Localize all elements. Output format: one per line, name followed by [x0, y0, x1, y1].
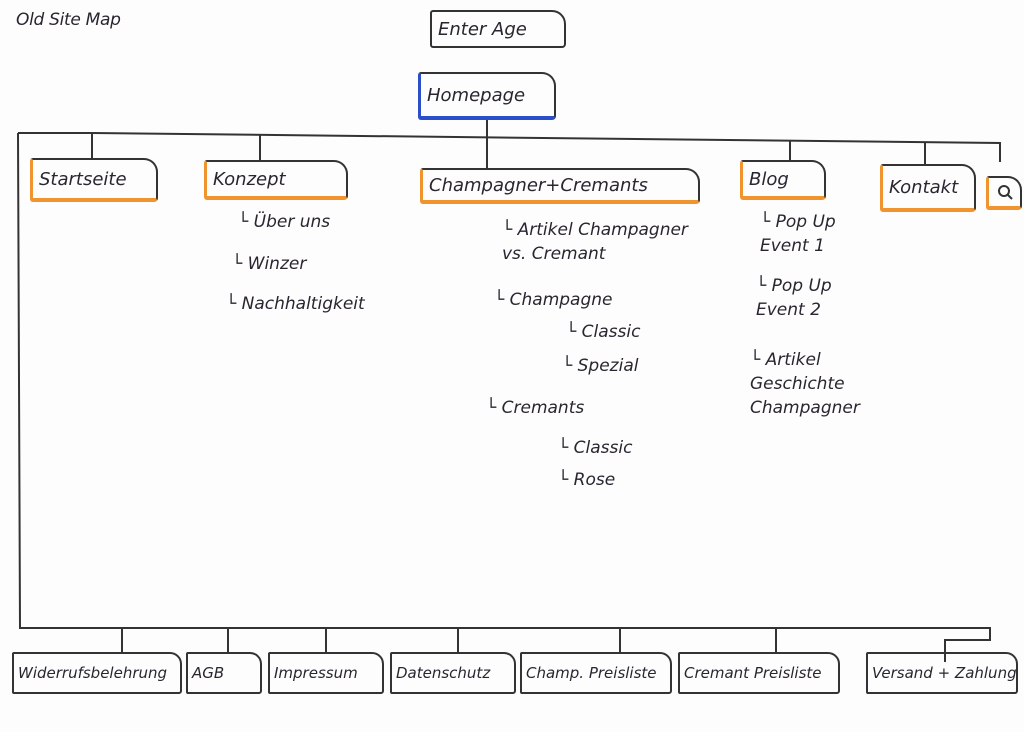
search-icon	[997, 185, 1013, 200]
subpage-cremants-rose[interactable]: Rose	[558, 468, 616, 492]
node-homepage[interactable]: Homepage	[418, 72, 556, 120]
nav-kontakt[interactable]: Kontakt	[880, 164, 976, 212]
nav-startseite[interactable]: Startseite	[30, 158, 158, 202]
nav-champagner-cremants[interactable]: Champagner+Cremants	[420, 168, 700, 204]
subpage-champagne-spezial[interactable]: Spezial	[562, 354, 639, 378]
node-enter-age[interactable]: Enter Age	[430, 10, 566, 48]
footer-cremant-preisliste[interactable]: Cremant Preisliste	[678, 652, 840, 694]
diagram-title: Old Site Map	[16, 10, 121, 30]
footer-widerrufsbelehrung[interactable]: Widerrufsbelehrung	[12, 652, 182, 694]
footer-impressum[interactable]: Impressum	[268, 652, 384, 694]
subpage-nachhaltigkeit[interactable]: Nachhaltigkeit	[226, 292, 365, 316]
search-button[interactable]	[986, 176, 1022, 210]
subpage-cremants[interactable]: Cremants	[486, 396, 585, 420]
footer-champ-preisliste[interactable]: Champ. Preisliste	[520, 652, 672, 694]
subpage-pop-up-event-2[interactable]: Pop Up Event 2	[756, 274, 866, 322]
subpage-champagne[interactable]: Champagne	[494, 288, 613, 312]
footer-agb[interactable]: AGB	[186, 652, 262, 694]
footer-versand-zahlung[interactable]: Versand + Zahlung	[866, 652, 1018, 694]
footer-datenschutz[interactable]: Datenschutz	[390, 652, 516, 694]
nav-blog[interactable]: Blog	[740, 160, 826, 200]
subpage-champagne-classic[interactable]: Classic	[566, 320, 641, 344]
nav-konzept[interactable]: Konzept	[204, 160, 348, 200]
subpage-pop-up-event-1[interactable]: Pop Up Event 1	[760, 210, 870, 258]
subpage-cremants-classic[interactable]: Classic	[558, 436, 633, 460]
subpage-artikel-geschichte-champagner[interactable]: Artikel Geschichte Champagner	[750, 348, 880, 420]
subpage-winzer[interactable]: Winzer	[232, 252, 307, 276]
subpage-ueber-uns[interactable]: Über uns	[238, 210, 331, 234]
subpage-artikel-champagner-vs-cremant[interactable]: Artikel Champagner vs. Cremant	[502, 218, 692, 266]
